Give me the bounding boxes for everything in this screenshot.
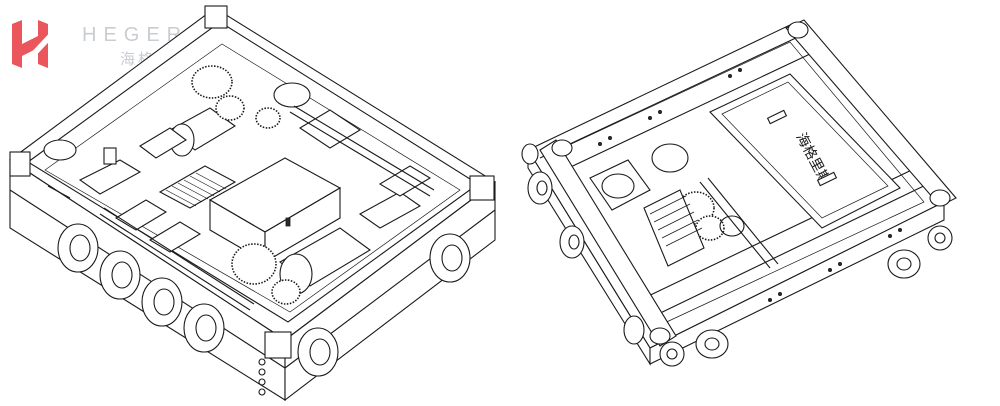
wheel-group-left <box>43 82 471 377</box>
tracked-chassis-drawing <box>9 5 496 402</box>
drive-motor <box>589 143 745 241</box>
bolt-holes <box>598 68 902 302</box>
heatsink <box>158 165 237 209</box>
four-way-shuttle-drawing: 海格里斯 <box>500 0 1000 406</box>
motor-lower <box>231 227 371 305</box>
lift-plate: 海格里斯 <box>709 73 901 229</box>
brand-logo-icon <box>12 20 60 68</box>
motor-upper <box>169 65 281 157</box>
control-board <box>643 189 705 267</box>
wheel-group-right <box>521 143 953 367</box>
